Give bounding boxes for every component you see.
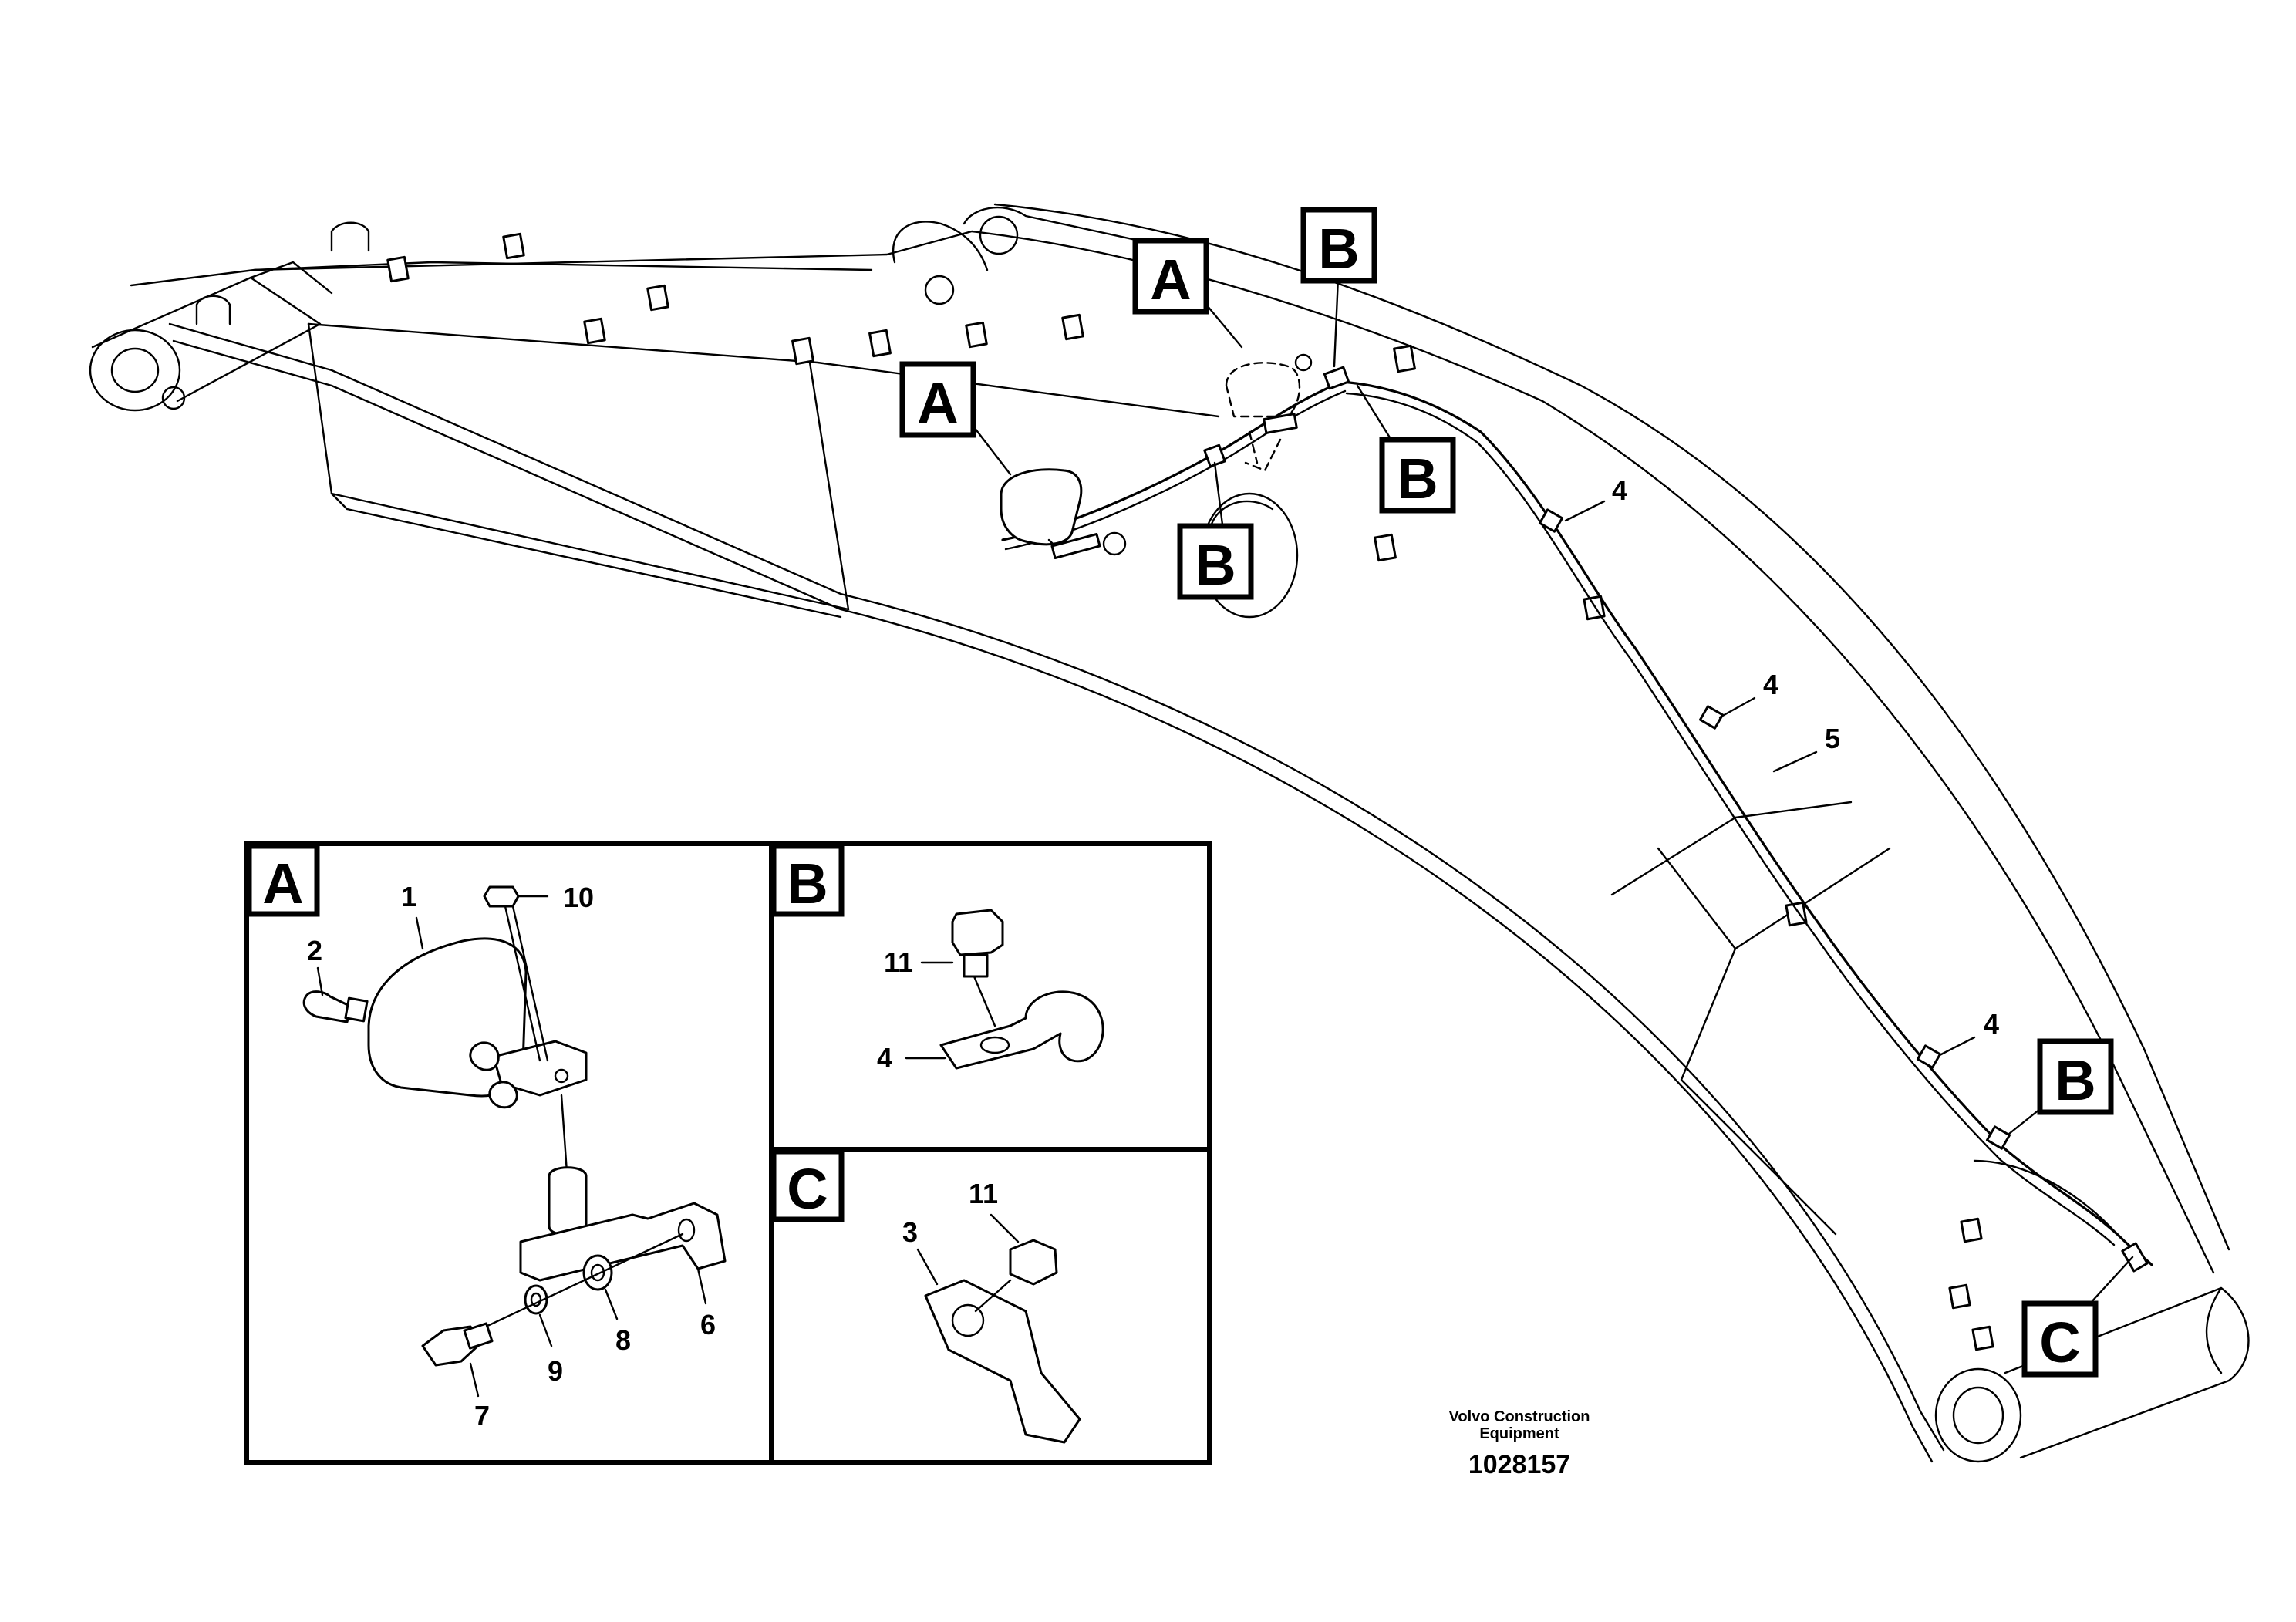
svg-text:4: 4	[1763, 669, 1778, 700]
callout-b-mid: B	[1177, 461, 1254, 600]
svg-text:B: B	[787, 851, 828, 916]
svg-text:11: 11	[884, 946, 913, 978]
svg-text:11: 11	[969, 1178, 998, 1209]
harness-cable	[1001, 366, 2153, 1273]
callout-b-right: B	[2008, 1038, 2114, 1135]
svg-text:1: 1	[401, 881, 416, 912]
svg-text:7: 7	[474, 1400, 490, 1431]
svg-text:6: 6	[700, 1309, 716, 1340]
detail-b: B 11 4	[770, 843, 1104, 1074]
drawing-number: 1028157	[1468, 1450, 1571, 1479]
manufacturer-line-1: Volvo Construction	[1448, 1408, 1590, 1425]
work-lamp-on-boom	[1000, 353, 1313, 559]
svg-text:4: 4	[1984, 1008, 1999, 1040]
callout-a-top: A	[1132, 238, 1243, 349]
svg-text:B: B	[1318, 217, 1359, 281]
detail-panel	[244, 841, 1212, 1465]
detail-c: C 11 3	[770, 1148, 1081, 1444]
manufacturer-line-2: Equipment	[1479, 1425, 1559, 1442]
callout-a-left: A	[899, 361, 1012, 476]
boom-blocks	[386, 232, 1994, 1351]
callout-b-top: B	[1300, 207, 1377, 368]
svg-text:5: 5	[1825, 723, 1840, 754]
svg-text:A: A	[262, 851, 303, 916]
callout-b-right-top: B	[1356, 384, 1456, 514]
boom-structure	[89, 203, 2250, 1463]
svg-text:10: 10	[563, 882, 594, 913]
svg-text:4: 4	[877, 1042, 892, 1074]
svg-text:A: A	[1150, 248, 1191, 312]
svg-text:8: 8	[615, 1324, 631, 1356]
svg-text:9: 9	[548, 1355, 563, 1387]
svg-text:2: 2	[307, 935, 322, 966]
svg-text:B: B	[1397, 447, 1438, 511]
svg-text:C: C	[2039, 1310, 2080, 1374]
svg-text:A: A	[917, 371, 958, 435]
svg-text:B: B	[1195, 533, 1236, 597]
svg-text:B: B	[2055, 1048, 2095, 1112]
callout-c-right: C	[2021, 1256, 2134, 1378]
svg-text:3: 3	[902, 1216, 918, 1248]
svg-text:4: 4	[1612, 474, 1627, 506]
manufacturer-name: Volvo Construction Equipment	[1404, 1408, 1635, 1442]
detail-a: A 1 2 10 6	[246, 843, 727, 1431]
svg-text:C: C	[787, 1157, 828, 1221]
main-part-labels: 4 4 5 4	[1564, 474, 1999, 1057]
